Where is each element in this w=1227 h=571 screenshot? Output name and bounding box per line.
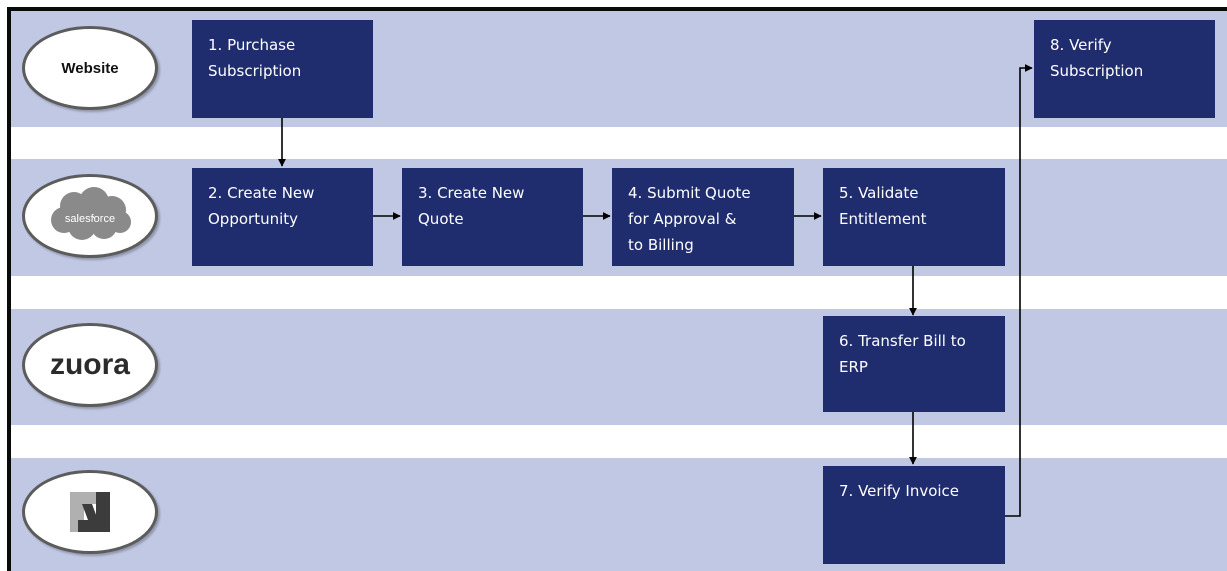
- salesforce-logo-text: salesforce: [65, 213, 115, 225]
- salesforce-oval: salesforce: [22, 174, 158, 258]
- netsuite-n-logo: [70, 492, 110, 532]
- salesforce-cloud-logo: salesforce: [51, 187, 131, 240]
- zuora-logo: zuora: [50, 348, 130, 381]
- frame-border-top: [7, 7, 1227, 11]
- website-oval: Website: [22, 26, 158, 110]
- step-5-validate-entitlement: 5. Validate Entitlement: [823, 168, 1005, 266]
- lane-netsuite: [11, 458, 1227, 571]
- zuora-logo-text: zuora: [50, 348, 130, 381]
- step-3-create-quote: 3. Create New Quote: [402, 168, 583, 266]
- arrow-7-to-8: [1005, 64, 1033, 517]
- step-4-submit-quote: 4. Submit Quote for Approval & to Billin…: [612, 168, 794, 266]
- website-label: Website: [61, 59, 119, 77]
- step-1-purchase-subscription: 1. Purchase Subscription: [192, 20, 373, 118]
- zuora-oval: zuora: [22, 323, 158, 407]
- step-8-verify-subscription: 8. Verify Subscription: [1034, 20, 1215, 118]
- step-6-transfer-bill: 6. Transfer Bill to ERP: [823, 316, 1005, 412]
- frame-border-left: [7, 7, 11, 571]
- netsuite-oval: [22, 470, 158, 554]
- step-2-create-opportunity: 2. Create New Opportunity: [192, 168, 373, 266]
- lane-zuora: [11, 309, 1227, 425]
- step-7-verify-invoice: 7. Verify Invoice: [823, 466, 1005, 564]
